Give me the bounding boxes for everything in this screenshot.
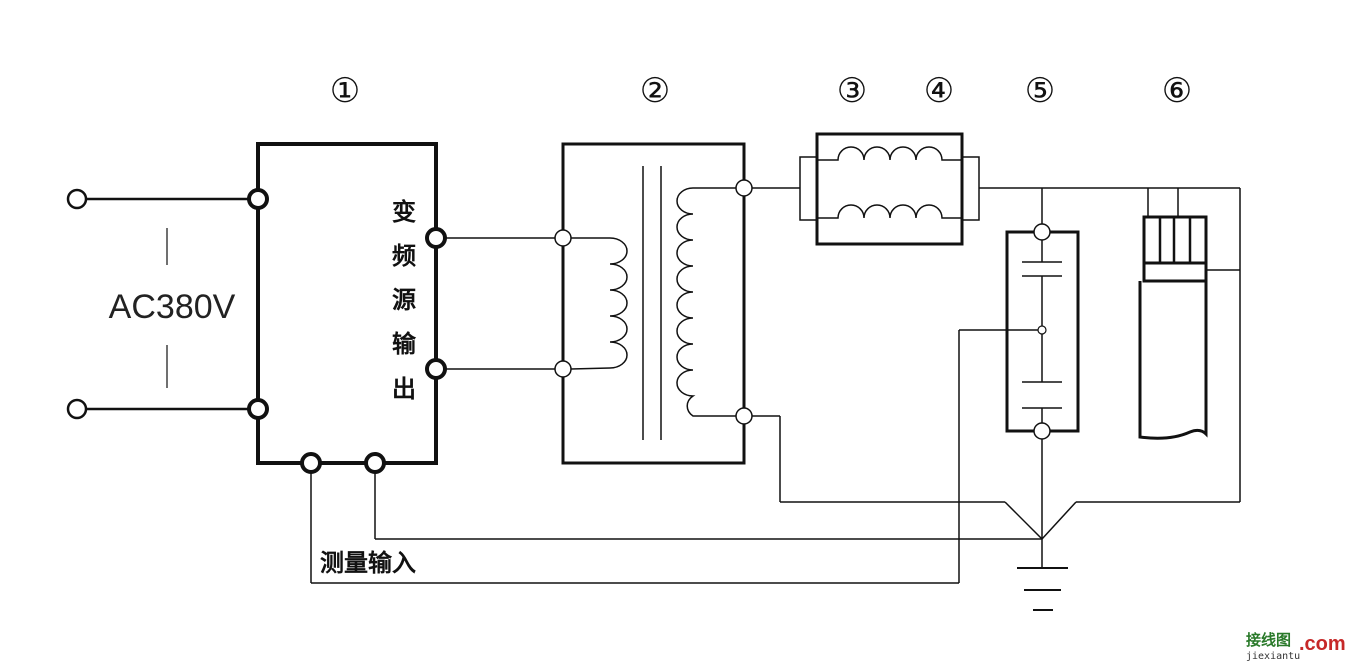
vfd-char-2: 频 [392,242,416,270]
vfd-output-label: 变 频 源 输 出 [392,198,417,403]
measure-terminal-1 [300,452,322,474]
vfd-char-1: 变 [392,198,416,226]
vfd-output-terminal-1 [425,227,447,249]
reactors [799,132,980,246]
ac-input [66,188,258,420]
ground-symbol [1017,567,1068,611]
watermark-domain: .com [1299,633,1346,655]
component-number-6: ⑥ [1162,71,1192,111]
watermark-site: jiexiantu [1246,651,1300,662]
test-object [1138,188,1208,440]
reactor-3-coil [817,146,962,161]
vfd-transformer-wires [445,237,563,370]
component-number-3: ③ [837,71,867,111]
input-voltage-label: AC380V [109,288,236,326]
input-terminal-bottom [66,398,88,420]
primary-coil [570,237,628,370]
watermark: 接线图 .com jiexiantu [1246,631,1346,662]
component-number-1: ① [330,71,360,111]
secondary-coil [676,187,736,417]
component-number-2: ② [640,71,670,111]
input-terminal-top [66,188,88,210]
vfd-char-4: 输 [392,330,417,358]
voltage-divider [1005,223,1080,440]
component-number-4: ④ [924,71,954,111]
watermark-brand: 接线图 [1246,631,1291,649]
vfd-output-terminal-2 [425,358,447,380]
component-number-5: ⑤ [1025,71,1055,111]
ground-network [310,329,1240,584]
hv-bus [979,187,1241,502]
transformer [554,142,753,465]
vfd-box [247,142,447,474]
vfd-char-5: 出 [392,375,416,403]
vfd-char-3: 源 [392,286,416,314]
measure-terminal-2 [364,452,386,474]
reactor-4-coil [817,204,962,219]
measure-input-label: 测量输入 [320,549,416,577]
